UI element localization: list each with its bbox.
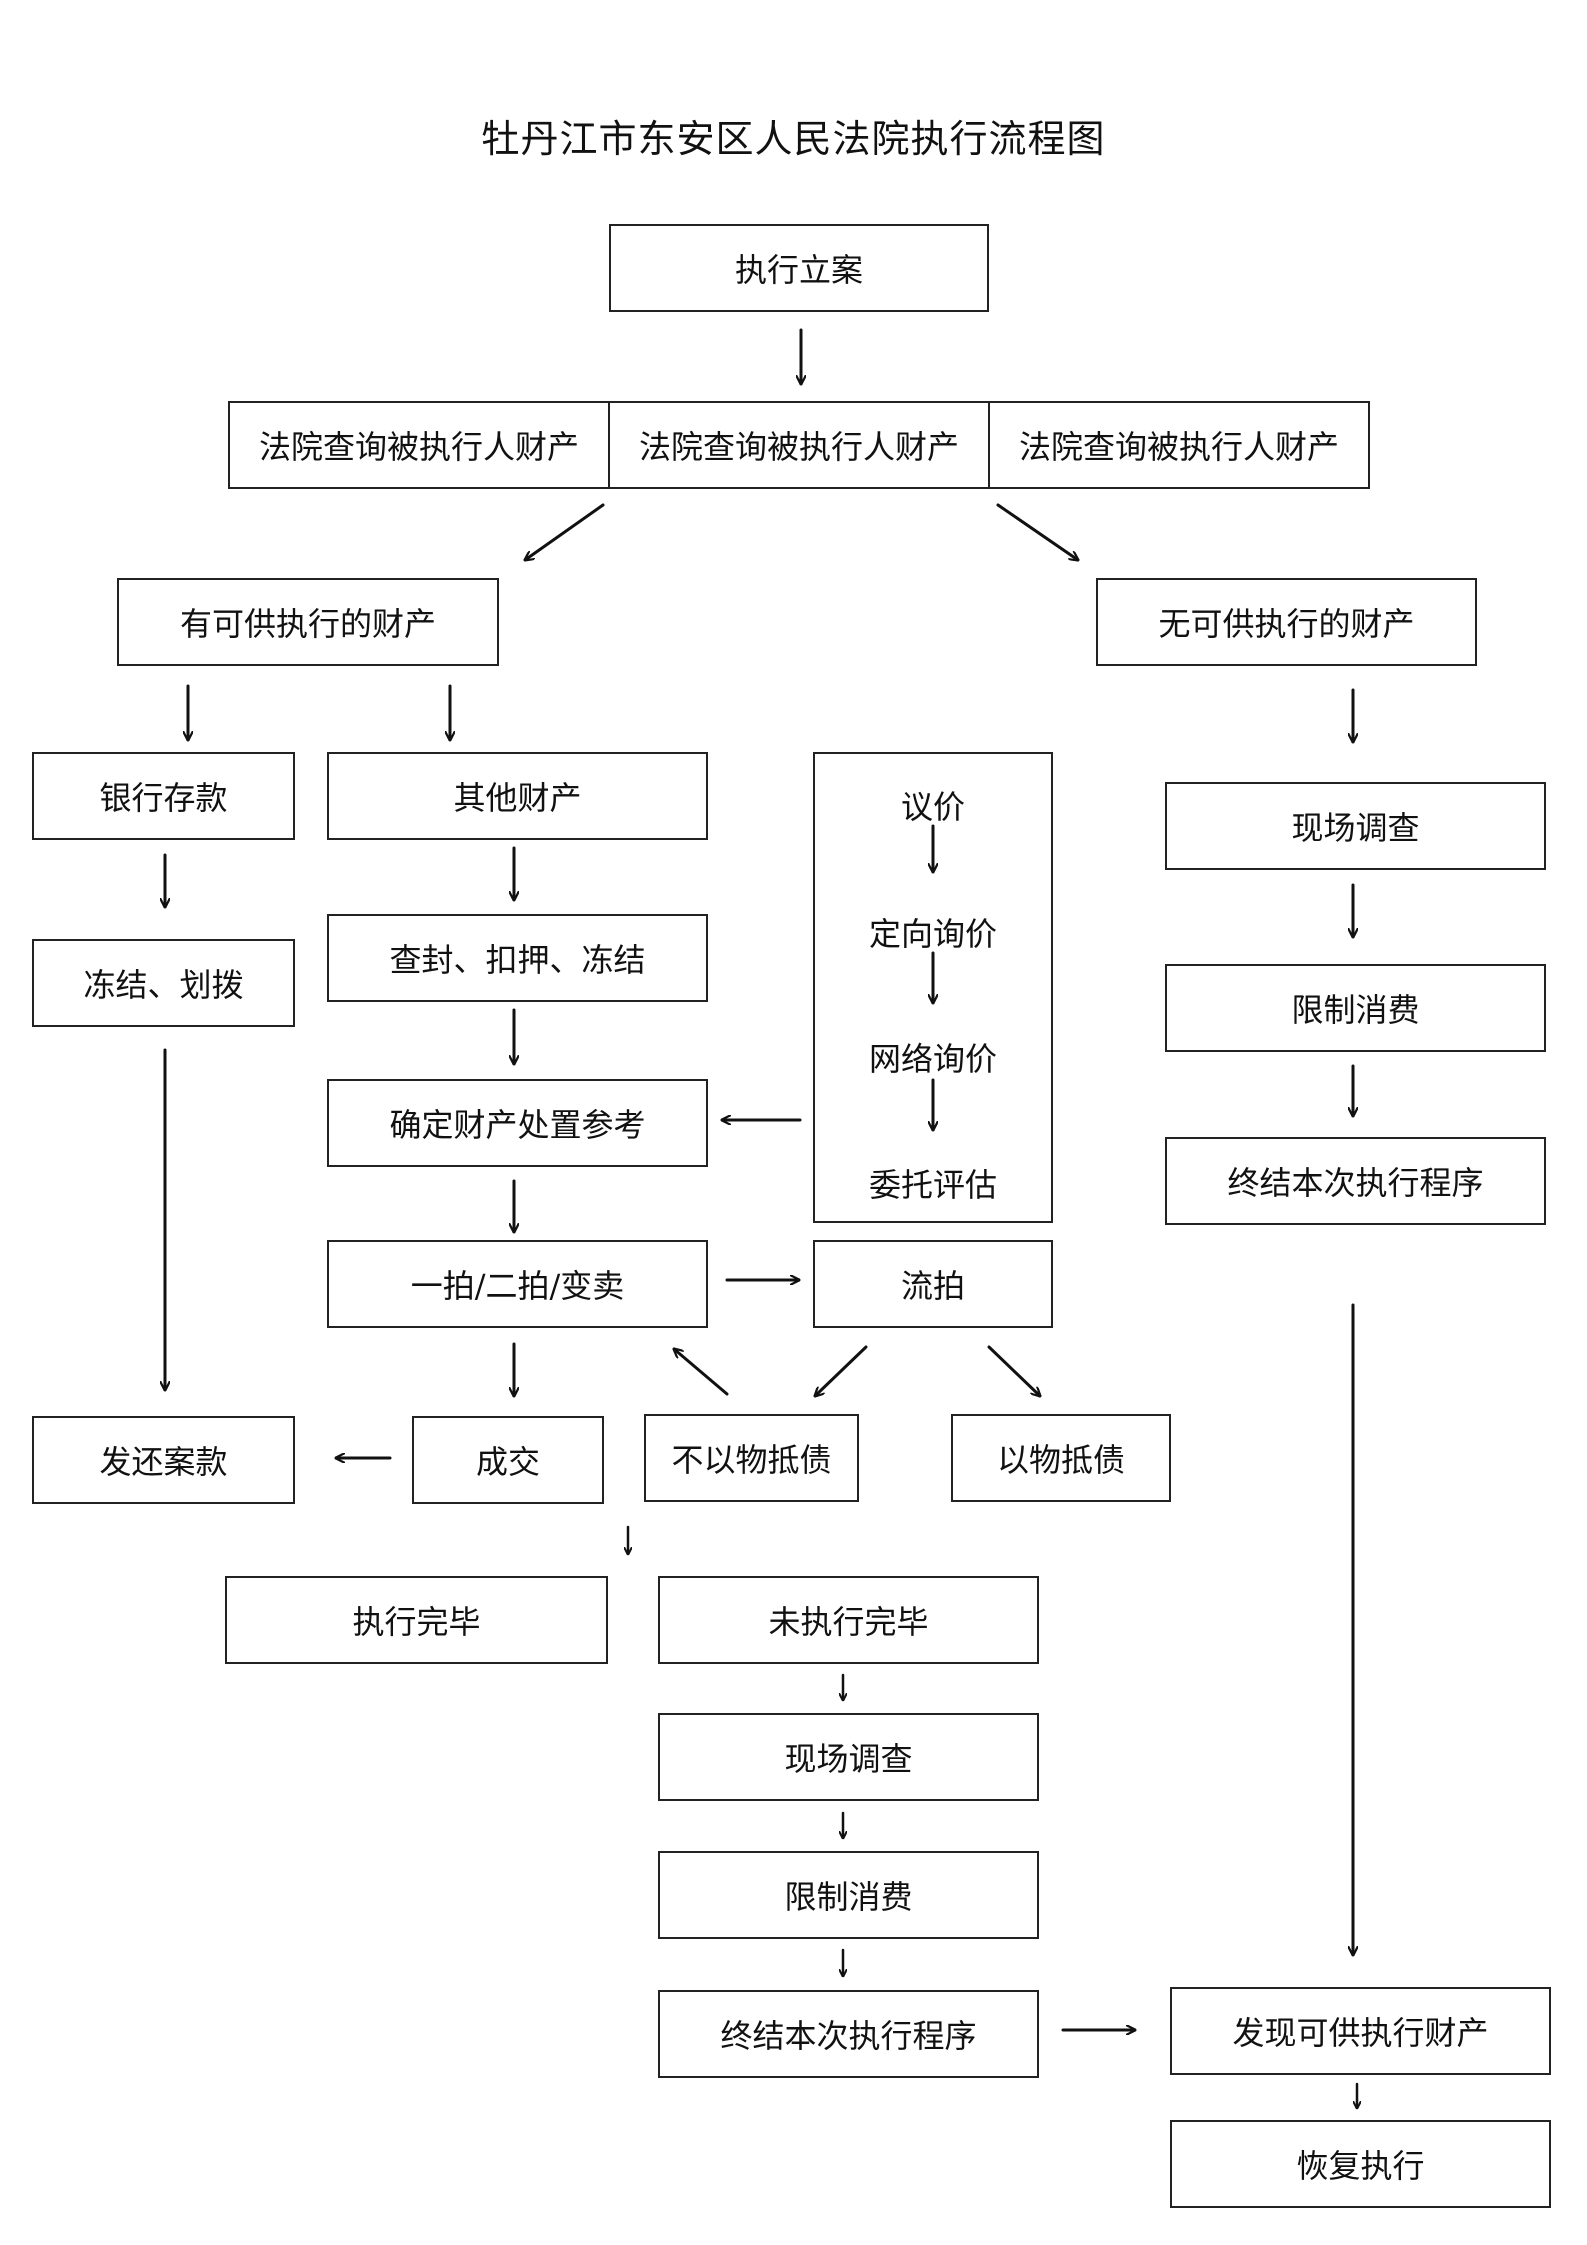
node-valuation-directed: 定向询价: [868, 915, 997, 953]
arrow-query-has: [525, 503, 605, 560]
node-failed-auction: 流拍: [813, 1240, 1053, 1328]
node-found-property: 发现可供执行财产: [1170, 1987, 1551, 2075]
node-query-center: 法院查询被执行人财产: [608, 401, 990, 489]
arrow-failed-offset: [987, 1345, 1040, 1396]
arrow-failed-nooffset: [815, 1345, 868, 1396]
arrow-nooffset-auction: [674, 1349, 729, 1396]
node-site-investigation-2: 现场调查: [1165, 782, 1546, 870]
node-deal: 成交: [412, 1416, 604, 1504]
node-terminate-2: 终结本次执行程序: [1165, 1137, 1546, 1225]
node-offset: 以物抵债: [951, 1414, 1171, 1502]
diagram-title: 牡丹江市东安区人民法院执行流程图: [481, 117, 1106, 161]
node-consumption-limit-2: 限制消费: [1165, 964, 1546, 1052]
node-no-offset: 不以物抵债: [644, 1414, 859, 1502]
node-consumption-limit-1: 限制消费: [658, 1851, 1039, 1939]
node-valuation-online: 网络询价: [868, 1040, 997, 1078]
node-done: 执行完毕: [225, 1576, 608, 1664]
node-resume: 恢复执行: [1170, 2120, 1551, 2208]
node-auction: 一拍/二拍/变卖: [327, 1240, 708, 1328]
arrow-query-no: [996, 503, 1078, 560]
node-other-property: 其他财产: [327, 752, 708, 840]
node-not-done: 未执行完毕: [658, 1576, 1039, 1664]
node-filing: 执行立案: [609, 224, 989, 312]
node-no-property: 无可供执行的财产: [1096, 578, 1477, 666]
node-terminate-1: 终结本次执行程序: [658, 1990, 1039, 2078]
node-determine-reference: 确定财产处置参考: [327, 1079, 708, 1167]
node-bank-deposit: 银行存款: [32, 752, 295, 840]
node-pay-out: 发还案款: [32, 1416, 295, 1504]
node-valuation-commissioned: 委托评估: [868, 1166, 997, 1204]
node-site-investigation-1: 现场调查: [658, 1713, 1039, 1801]
node-freeze-transfer: 冻结、划拨: [32, 939, 295, 1027]
node-seal-detain-freeze: 查封、扣押、冻结: [327, 914, 708, 1002]
node-query-right: 法院查询被执行人财产: [988, 401, 1370, 489]
node-valuation-negotiation: 议价: [900, 788, 965, 826]
node-has-property: 有可供执行的财产: [117, 578, 499, 666]
